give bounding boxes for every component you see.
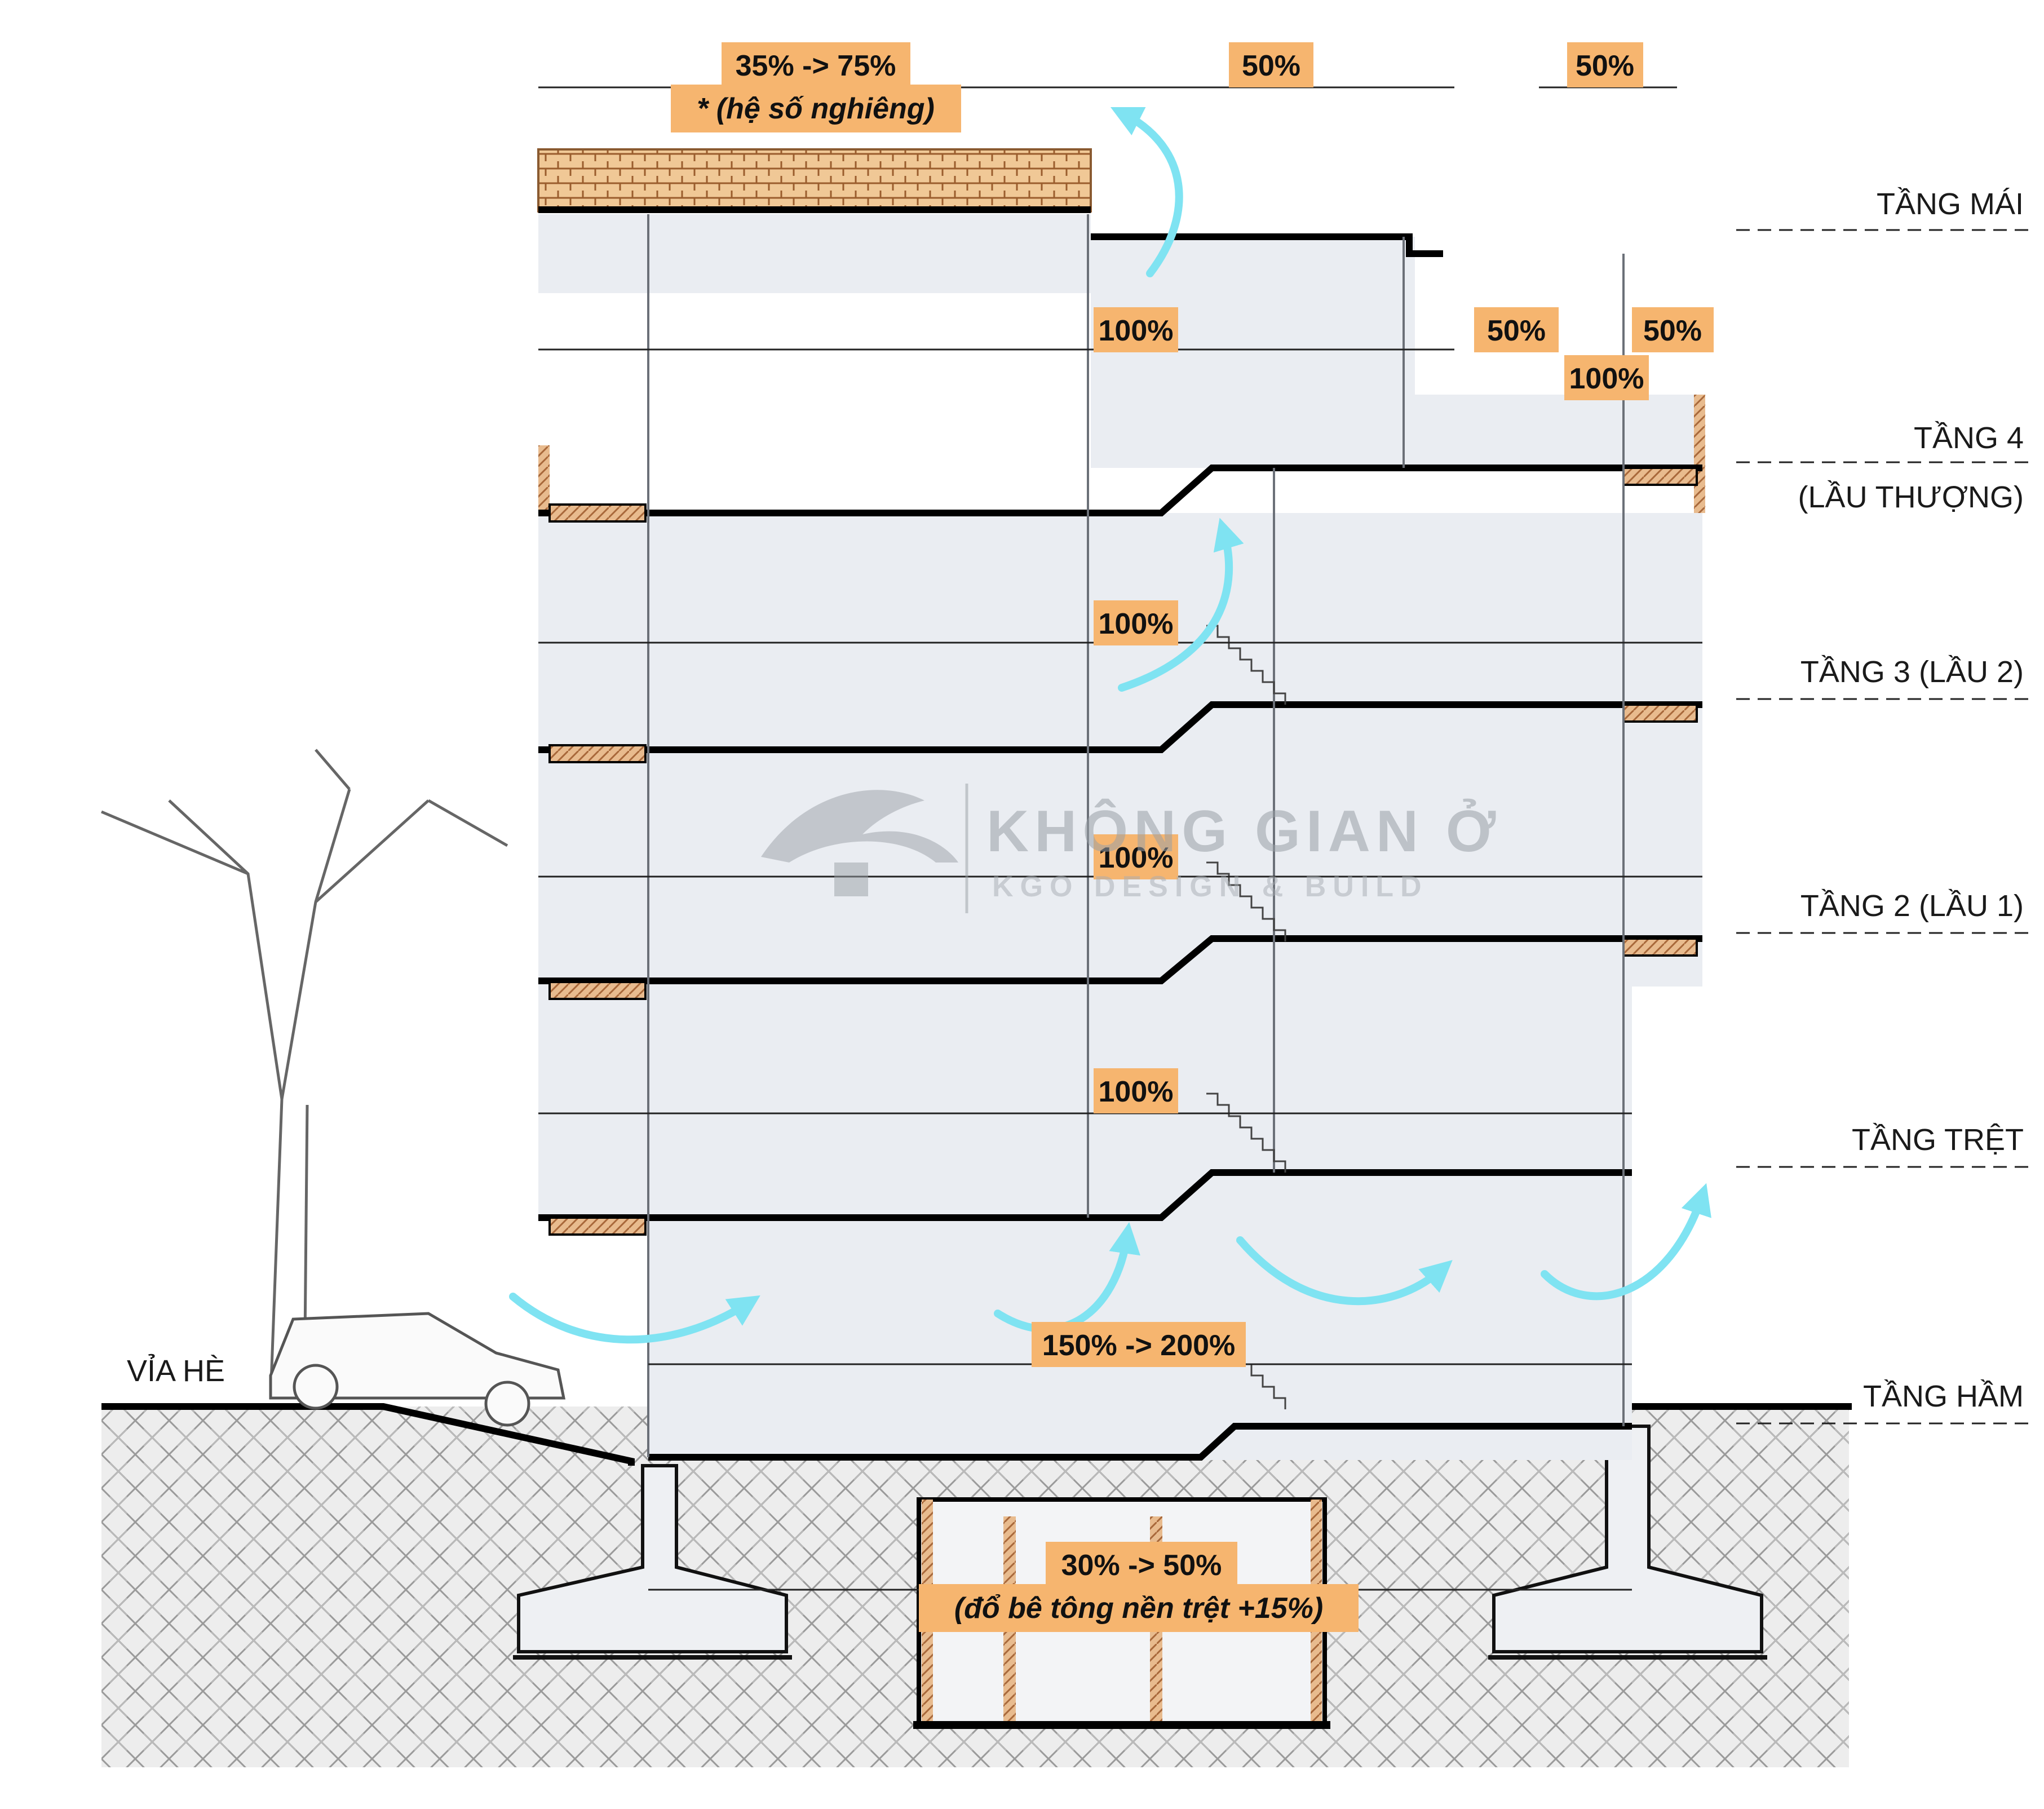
ratio-roof-100-box (1094, 307, 1178, 352)
ratio-top-right-box (1567, 42, 1643, 87)
floor-label-basement: TẦNG HẦM (1863, 1379, 2024, 1413)
floor-label-roof: TẦNG MÁI (1877, 187, 2024, 221)
ratio-top-left: 35% -> 75% (736, 50, 896, 82)
ratio-f3-100: 100% (1099, 608, 1174, 640)
ratio-foundation-note-box (919, 1584, 1359, 1632)
ratio-terrace-50a: 50% (1487, 315, 1546, 347)
ratio-texts: 35% -> 75% * (hệ số nghiêng) 50% 50% 100… (697, 50, 1702, 1625)
ratio-ground-100-box (1094, 1068, 1178, 1113)
ratio-terrace-50a-box (1474, 307, 1559, 352)
ratio-f2-100: 100% (1099, 842, 1174, 874)
watermark-subtitle: KGO DESIGN & BUILD (992, 870, 1428, 903)
footing-right (1488, 1425, 1767, 1660)
airflow-arrows (509, 107, 1711, 1344)
ratio-boxes (671, 42, 1714, 1632)
ratio-f2-100-box (1094, 834, 1178, 879)
car-drawing (269, 1312, 566, 1427)
ratio-terrace-50b: 50% (1643, 315, 1702, 347)
floor-label-f4-sub: (LẦU THƯỢNG) (1798, 480, 2024, 514)
ratio-terrace-100-box (1564, 355, 1649, 400)
ratio-terrace-50b-box (1632, 307, 1714, 352)
watermark-title: KHÔNG GIAN Ở (986, 798, 1502, 864)
ratio-foundation: 30% -> 50% (1061, 1549, 1222, 1582)
floor-label-f3: TẦNG 3 (LẦU 2) (1800, 655, 2024, 689)
ratio-top-left-box (722, 42, 910, 87)
floor-slabs (538, 206, 1702, 1461)
footing-left (513, 1464, 792, 1660)
house-roof-logo-icon (761, 790, 958, 896)
ratio-ground-100: 100% (1099, 1076, 1174, 1108)
ratio-foundation-box (1046, 1542, 1237, 1587)
floor-label-f4: TẦNG 4 (1914, 421, 2024, 455)
columns (647, 214, 1625, 1457)
watermark: KHÔNG GIAN Ở KGO DESIGN & BUILD (761, 784, 1502, 913)
ratio-top-mid-box (1229, 42, 1313, 87)
ratio-terrace-100: 100% (1569, 362, 1644, 395)
ratio-top-mid: 50% (1242, 50, 1300, 82)
floor-label-ground: TẦNG TRỆT (1852, 1123, 2024, 1157)
ratio-f3-100-box (1094, 600, 1178, 645)
tree-drawing (101, 749, 508, 1399)
ratio-roof-100: 100% (1099, 315, 1174, 347)
floor-labels: TẦNG MÁI TẦNG 4 (LẦU THƯỢNG) TẦNG 3 (LẦU… (127, 187, 2024, 1413)
ratio-top-right: 50% (1576, 50, 1634, 82)
ratio-basement-box (1032, 1322, 1246, 1367)
ratio-foundation-note: (đổ bê tông nền trệt +15%) (954, 1592, 1323, 1625)
sidewalk-label: VỈA HÈ (127, 1354, 225, 1388)
ratio-top-left-note: * (hệ số nghiêng) (697, 92, 935, 125)
roof-tiles (537, 148, 1092, 213)
ratio-top-left-note-box (671, 85, 961, 132)
floor-label-f2: TẦNG 2 (LẦU 1) (1800, 889, 2024, 923)
ratio-basement: 150% -> 200% (1042, 1329, 1236, 1362)
